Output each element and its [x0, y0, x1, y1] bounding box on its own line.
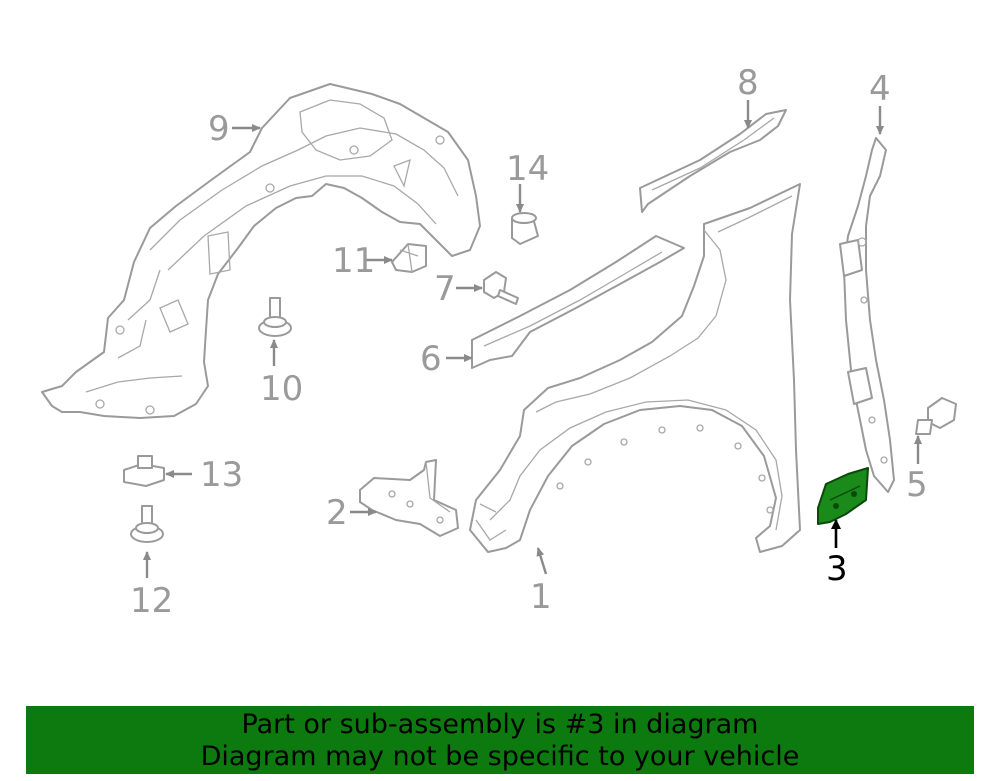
- insulator-part-6: [471, 235, 685, 369]
- clip-part-14: [511, 212, 539, 245]
- banner-line-2: Diagram may not be specific to your vehi…: [200, 741, 800, 772]
- bolt-part-7: [483, 271, 519, 305]
- arrow-1: [536, 547, 548, 575]
- callout-1: 1: [530, 577, 552, 617]
- bolt-part-5: [915, 397, 957, 435]
- callout-5: 5: [906, 465, 928, 505]
- fender-liner-part-9: [41, 83, 481, 419]
- callout-arrows: [143, 100, 922, 578]
- callout-2: 2: [326, 493, 348, 533]
- bracket-part-3-highlighted: [817, 467, 869, 525]
- fender-part-1: [469, 183, 801, 553]
- seal-part-8: [639, 109, 787, 213]
- retainer-part-11: [391, 243, 427, 273]
- callout-13: 13: [200, 455, 243, 495]
- callout-6: 6: [420, 339, 442, 379]
- callout-12: 12: [130, 581, 173, 621]
- callout-3: 3: [826, 549, 848, 589]
- bolt-part-10: [258, 297, 292, 337]
- callout-8: 8: [737, 63, 759, 103]
- info-banner: Part or sub-assembly is #3 in diagram Di…: [26, 706, 974, 774]
- screw-part-12: [130, 505, 164, 543]
- callout-14: 14: [506, 149, 549, 189]
- callout-9: 9: [208, 109, 230, 149]
- bracket-part-4: [839, 137, 895, 493]
- bracket-part-2: [359, 459, 459, 537]
- parts-diagram: 9 14 11 7 6 8 4 10 5 13 2 1 12 3: [41, 63, 957, 621]
- callout-11: 11: [332, 241, 375, 281]
- nut-part-13: [123, 455, 165, 487]
- banner-line-1: Part or sub-assembly is #3 in diagram: [241, 709, 759, 740]
- callout-labels: 9 14 11 7 6 8 4 10 5 13 2 1 12 3: [130, 63, 928, 621]
- callout-7: 7: [434, 269, 456, 309]
- callout-10: 10: [260, 369, 303, 409]
- callout-4: 4: [869, 69, 891, 109]
